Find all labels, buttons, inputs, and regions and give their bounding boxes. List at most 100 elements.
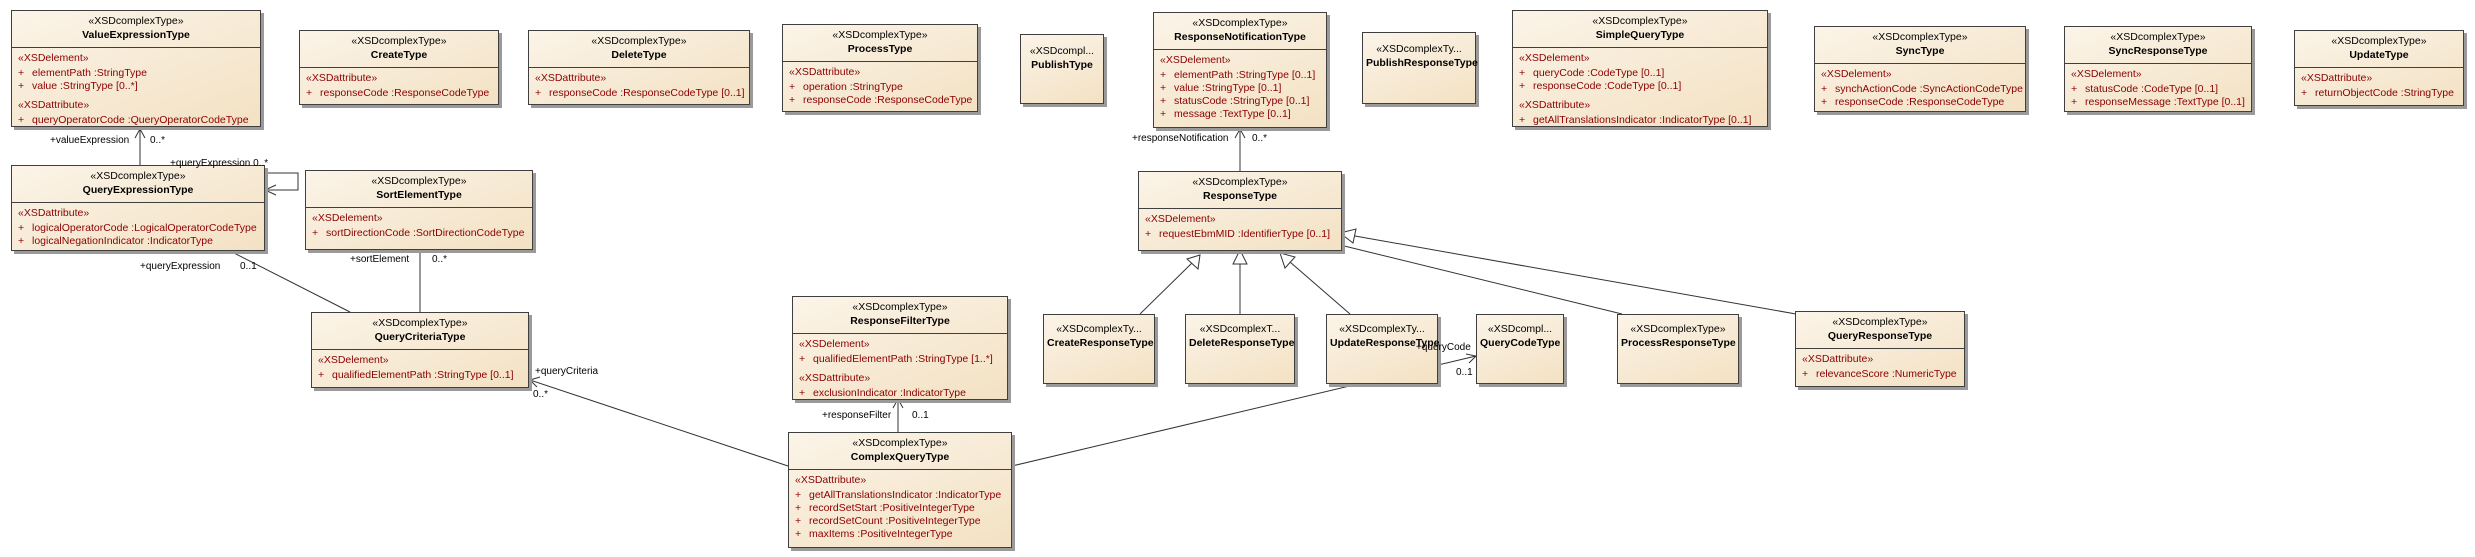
class-query-code-type[interactable]: «XSDcompl... QueryCodeType — [1476, 314, 1564, 384]
class-header: «XSDcomplexType» ResponseNotificationTyp… — [1154, 13, 1326, 50]
class-query-criteria-type[interactable]: «XSDcomplexType» QueryCriteriaType «XSDe… — [311, 312, 529, 388]
association-query-expression — [229, 250, 351, 313]
multiplicity-query-criteria: 0..* — [533, 389, 549, 400]
attribute: +queryOperatorCode :QueryOperatorCodeTyp… — [18, 114, 249, 126]
class-header: «XSDcomplexType» SyncResponseType — [2065, 27, 2251, 64]
class-value-expression-type[interactable]: «XSDcomplexType» ValueExpressionType «XS… — [11, 10, 261, 127]
element-section: «XSDelement» +synchActionCode :SyncActio… — [1815, 64, 2025, 111]
class-header: «XSDcomplexTy... CreateResponseType — [1044, 315, 1154, 355]
attribute: +responseCode :ResponseCodeType [0..1] — [535, 87, 745, 99]
attribute: +getAllTranslationsIndicator :IndicatorT… — [795, 489, 1002, 501]
stereotype-label: «XSDcomplexType» — [852, 437, 948, 449]
class-header: «XSDcomplexType» CreateType — [300, 31, 498, 68]
class-header: «XSDcomplexType» UpdateType — [2295, 31, 2463, 68]
stereotype-label: «XSDcompl... — [1029, 45, 1095, 57]
class-create-type[interactable]: «XSDcomplexType» CreateType «XSDattribut… — [299, 30, 499, 105]
class-query-response-type[interactable]: «XSDcomplexType» QueryResponseType «XSDa… — [1795, 311, 1965, 387]
attribute: +exclusionIndicator :IndicatorType — [799, 387, 966, 399]
class-name: UpdateResponseType — [1330, 337, 1440, 349]
element-section: «XSDelement» +qualifiedElementPath :Stri… — [793, 334, 1007, 368]
class-update-response-type[interactable]: «XSDcomplexTy... UpdateResponseType — [1326, 314, 1440, 384]
generalization-update-response — [1289, 261, 1351, 315]
class-name: ResponseFilterType — [850, 315, 950, 327]
section-stereotype: «XSDattribute» — [18, 207, 90, 219]
attribute: +qualifiedElementPath :StringType [1..*] — [799, 353, 993, 365]
multiplicity-query-code: 0..1 — [1456, 367, 1473, 378]
stereotype-label: «XSDcomplexType» — [852, 301, 948, 313]
attribute: +responseCode :CodeType [0..1] — [1519, 80, 1682, 92]
section-stereotype: «XSDattribute» — [1802, 353, 1874, 365]
role-label-value-expression: +valueExpression — [50, 135, 130, 146]
class-response-notification-type[interactable]: «XSDcomplexType» ResponseNotificationTyp… — [1153, 12, 1327, 128]
multiplicity-sort-element: 0..* — [432, 254, 448, 265]
attribute: +elementPath :StringType — [18, 67, 147, 79]
class-name: ProcessResponseType — [1621, 337, 1736, 349]
class-header: «XSDcomplexType» SortElementType — [306, 171, 532, 208]
stereotype-label: «XSDcomplexT... — [1199, 323, 1281, 335]
element-section: «XSDelement» +qualifiedElementPath :Stri… — [312, 350, 528, 384]
stereotype-label: «XSDcomplexType» — [832, 29, 928, 41]
stereotype-label: «XSDcomplexType» — [591, 35, 687, 47]
attribute: +recordSetStart :PositiveIntegerType — [795, 502, 975, 514]
stereotype-label: «XSDcomplexType» — [2331, 35, 2427, 47]
class-header: «XSDcompl... PublishType — [1021, 35, 1103, 77]
class-header: «XSDcomplexType» DeleteType — [529, 31, 749, 68]
class-response-type[interactable]: «XSDcomplexType» ResponseType «XSDelemen… — [1138, 171, 1342, 251]
section-stereotype: «XSDelement» — [1160, 54, 1231, 66]
attribute: +responseCode :ResponseCodeType — [306, 87, 490, 99]
stereotype-label: «XSDcompl... — [1487, 323, 1553, 335]
section-stereotype: «XSDattribute» — [306, 72, 378, 84]
attribute: +logicalOperatorCode :LogicalOperatorCod… — [18, 222, 257, 234]
attribute: +queryCode :CodeType [0..1] — [1519, 67, 1665, 79]
element-section: «XSDelement» +elementPath :StringType +v… — [12, 48, 260, 95]
section-stereotype: «XSDelement» — [1145, 213, 1216, 225]
class-name: ResponseNotificationType — [1174, 31, 1306, 43]
class-header: «XSDcomplexType» ProcessResponseType — [1618, 315, 1738, 355]
attribute: +logicalNegationIndicator :IndicatorType — [18, 235, 213, 247]
generalization-arrow-create — [1186, 254, 1201, 271]
section-stereotype: «XSDelement» — [1519, 52, 1590, 64]
class-complex-query-type[interactable]: «XSDcomplexType» ComplexQueryType «XSDat… — [788, 432, 1012, 548]
class-create-response-type[interactable]: «XSDcomplexTy... CreateResponseType — [1043, 314, 1155, 384]
stereotype-label: «XSDcomplexType» — [2110, 31, 2206, 43]
attribute: +getAllTranslationsIndicator :IndicatorT… — [1519, 114, 1752, 126]
class-update-type[interactable]: «XSDcomplexType» UpdateType «XSDattribut… — [2294, 30, 2464, 106]
role-label-query-expression-self: +queryExpression 0..* — [170, 158, 269, 169]
multiplicity-value-expression: 0..* — [150, 135, 166, 146]
attribute: +responseCode :ResponseCodeType — [1821, 96, 2005, 108]
class-process-response-type[interactable]: «XSDcomplexType» ProcessResponseType — [1617, 314, 1739, 384]
attribute: +qualifiedElementPath :StringType [0..1] — [318, 369, 514, 381]
class-sort-element-type[interactable]: «XSDcomplexType» SortElementType «XSDele… — [305, 170, 533, 250]
attribute-section: «XSDattribute» +operation :StringType +r… — [783, 62, 977, 109]
attribute: +responseCode :ResponseCodeType — [789, 94, 973, 106]
attribute: +value :StringType [0..1] — [1160, 82, 1282, 94]
class-header: «XSDcomplexType» SyncType — [1815, 27, 2025, 64]
class-name: ProcessType — [847, 43, 913, 55]
class-name: ComplexQueryType — [850, 451, 950, 463]
class-name: SyncResponseType — [2108, 45, 2208, 57]
stereotype-label: «XSDcomplexType» — [1192, 176, 1288, 188]
class-simple-query-type[interactable]: «XSDcomplexType» SimpleQueryType «XSDele… — [1512, 10, 1768, 127]
role-label-sort-element: +sortElement — [350, 254, 410, 265]
stereotype-label: «XSDcomplexTy... — [1376, 43, 1462, 55]
stereotype-label: «XSDcomplexType» — [1872, 31, 1968, 43]
class-delete-response-type[interactable]: «XSDcomplexT... DeleteResponseType — [1185, 314, 1295, 384]
class-name: ValueExpressionType — [82, 29, 190, 41]
section-stereotype: «XSDattribute» — [18, 99, 90, 111]
class-name: ResponseType — [1203, 190, 1277, 202]
section-stereotype: «XSDattribute» — [1519, 99, 1591, 111]
section-stereotype: «XSDattribute» — [795, 474, 867, 486]
class-response-filter-type[interactable]: «XSDcomplexType» ResponseFilterType «XSD… — [792, 296, 1008, 400]
class-delete-type[interactable]: «XSDcomplexType» DeleteType «XSDattribut… — [528, 30, 750, 105]
class-publish-response-type[interactable]: «XSDcomplexTy... PublishResponseType — [1362, 32, 1478, 104]
attribute-section: «XSDattribute» +relevanceScore :NumericT… — [1796, 349, 1964, 383]
class-publish-type[interactable]: «XSDcompl... PublishType — [1020, 34, 1104, 104]
class-sync-response-type[interactable]: «XSDcomplexType» SyncResponseType «XSDel… — [2064, 26, 2252, 112]
attribute: +message :TextType [0..1] — [1160, 108, 1291, 120]
class-name: UpdateType — [2349, 49, 2409, 61]
section-stereotype: «XSDelement» — [318, 354, 389, 366]
class-query-expression-type[interactable]: «XSDcomplexType» QueryExpressionType «XS… — [11, 165, 265, 251]
class-sync-type[interactable]: «XSDcomplexType» SyncType «XSDelement» +… — [1814, 26, 2026, 112]
class-process-type[interactable]: «XSDcomplexType» ProcessType «XSDattribu… — [782, 24, 978, 112]
